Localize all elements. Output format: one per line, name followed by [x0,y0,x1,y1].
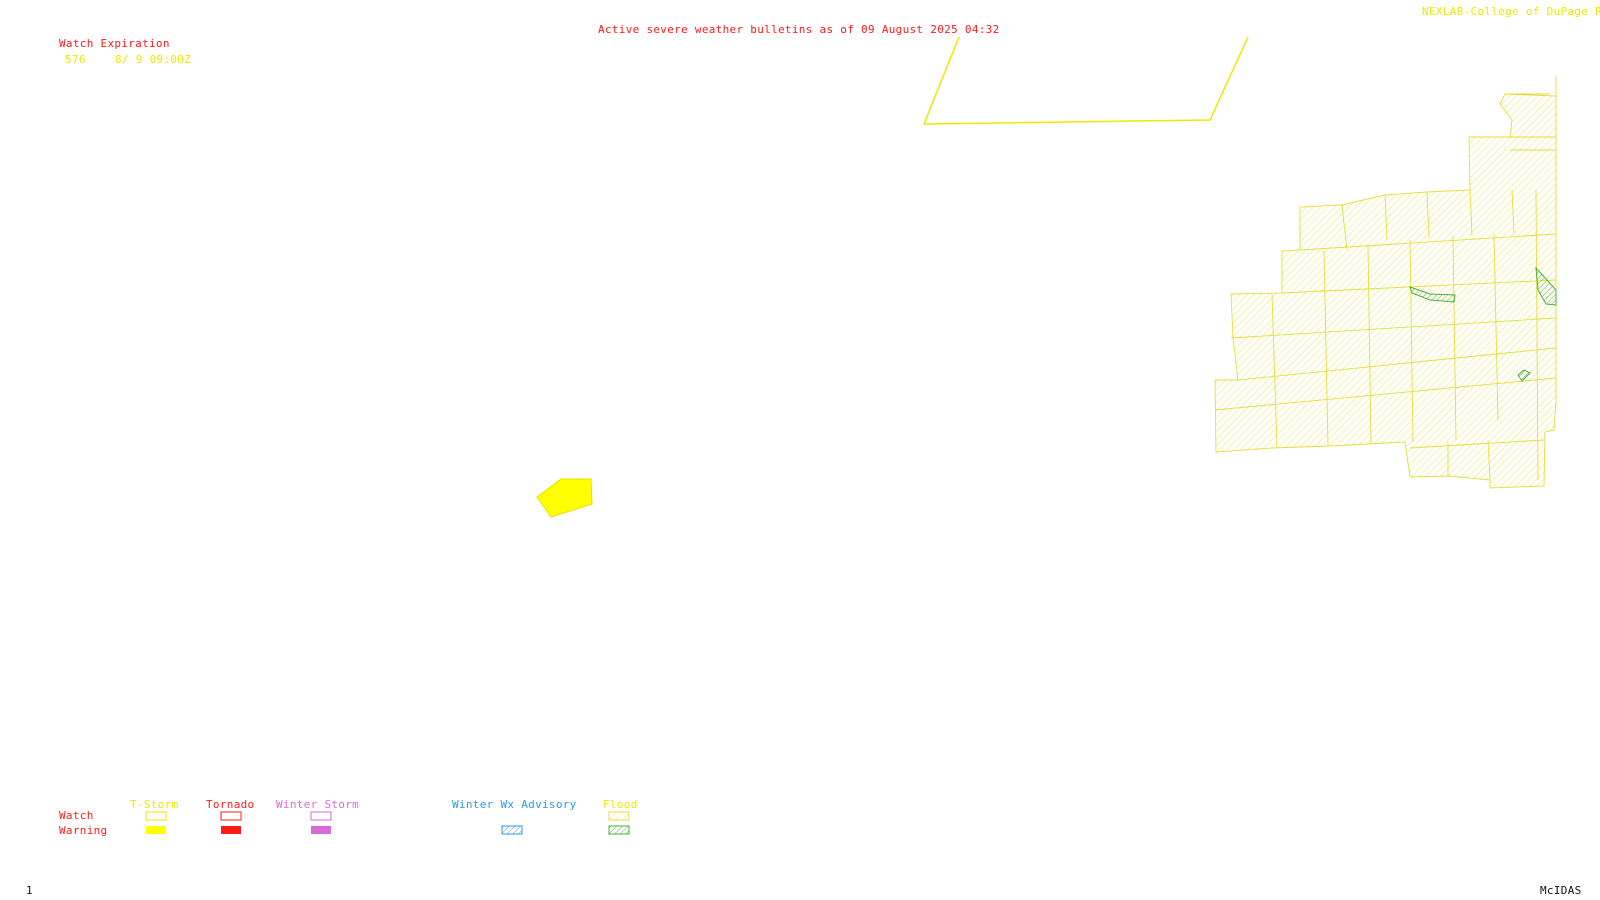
legend-tstorm-label: T-Storm [130,798,179,811]
bulletin-title: Active severe weather bulletins as of 09… [598,23,1000,36]
tstorm-warning-polygon [536,478,593,518]
legend-watch-row-label: Watch [59,809,94,822]
legend-warning-row-label: Warning [59,824,108,837]
legend-tstorm-warning-swatch [146,826,166,834]
legend-tstorm-watch-swatch [145,811,167,821]
tstorm-watch-outline [922,36,1249,125]
legend-flood-warning-swatch [608,825,630,835]
legend-flood-label: Flood [603,798,638,811]
software-label: McIDAS [1540,884,1582,897]
flood-warning-2 [1535,266,1557,306]
legend-winter-advisory-label: Winter Wx Advisory [452,798,577,811]
legend-winter-advisory-swatch [501,825,523,835]
watch-expiration-time: 8/ 9 09:00Z [115,53,192,66]
legend-winter-storm-watch-swatch [310,811,332,821]
legend-swatches [145,811,630,835]
flood-warning-3 [1517,369,1531,382]
watch-expiration-heading: Watch Expiration [59,37,170,50]
flood-warning-polygons [1409,266,1557,382]
legend-tornado-watch-swatch [220,811,242,821]
credit-label: NEXLAB-College of DuPage R [1422,5,1600,18]
legend-tornado-label: Tornado [206,798,255,811]
flood-warning-1 [1409,286,1456,303]
legend-flood-watch-swatch [608,811,630,821]
flood-watch-region [1214,76,1557,489]
legend-winter-storm-warning-swatch [311,826,331,834]
frame-number: 1 [26,884,33,897]
legend-tornado-warning-swatch [221,826,241,834]
watch-number: 576 [65,53,86,66]
legend-winter-storm-label: Winter Storm [276,798,360,811]
